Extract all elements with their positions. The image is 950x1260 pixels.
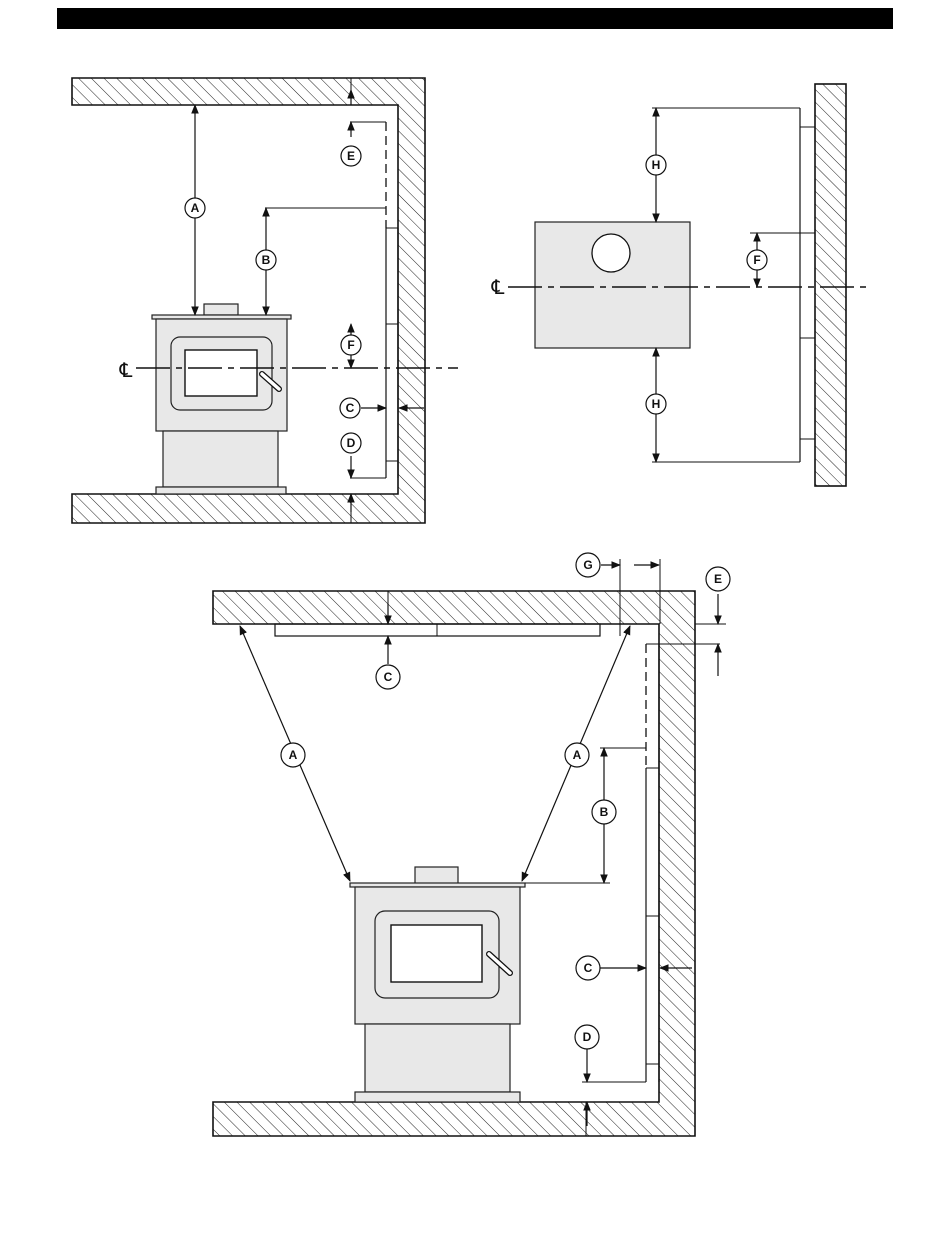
label-c: C bbox=[340, 398, 360, 418]
label-g: G bbox=[576, 553, 600, 577]
stove-top-view bbox=[535, 222, 690, 348]
stove-side-view bbox=[350, 867, 525, 1102]
svg-text:F: F bbox=[347, 338, 354, 352]
label-f: F bbox=[747, 250, 767, 270]
label-h: H bbox=[646, 394, 666, 414]
label-c: C bbox=[576, 956, 600, 980]
svg-text:A: A bbox=[573, 748, 582, 762]
svg-text:B: B bbox=[600, 805, 609, 819]
svg-text:C: C bbox=[384, 670, 393, 684]
stove-side-view bbox=[152, 304, 291, 494]
svg-text:H: H bbox=[652, 158, 661, 172]
svg-text:D: D bbox=[347, 436, 356, 450]
svg-text:F: F bbox=[753, 253, 760, 267]
svg-text:H: H bbox=[652, 397, 661, 411]
figure-ceiling-shield-view: G E C A A B C D bbox=[213, 553, 730, 1136]
centerline-symbol: ℄ bbox=[491, 275, 505, 299]
svg-text:G: G bbox=[583, 558, 592, 572]
label-h: H bbox=[646, 155, 666, 175]
svg-text:D: D bbox=[583, 1030, 592, 1044]
label-d: D bbox=[341, 433, 361, 453]
label-e: E bbox=[341, 146, 361, 166]
label-c: C bbox=[376, 665, 400, 689]
svg-text:C: C bbox=[584, 961, 593, 975]
label-a: A bbox=[185, 198, 205, 218]
svg-text:B: B bbox=[262, 253, 271, 267]
label-d: D bbox=[575, 1025, 599, 1049]
label-e: E bbox=[706, 567, 730, 591]
svg-text:C: C bbox=[346, 401, 355, 415]
figure-top-view: ℄ H H F bbox=[491, 84, 870, 486]
label-f: F bbox=[341, 335, 361, 355]
label-a: A bbox=[565, 743, 589, 767]
svg-text:A: A bbox=[289, 748, 298, 762]
figure-side-view: ℄ A B E F C D bbox=[72, 78, 458, 523]
centerline-symbol: ℄ bbox=[119, 358, 133, 382]
svg-text:E: E bbox=[714, 572, 722, 586]
label-a: A bbox=[281, 743, 305, 767]
label-b: B bbox=[256, 250, 276, 270]
svg-text:A: A bbox=[191, 201, 200, 215]
svg-text:E: E bbox=[347, 149, 355, 163]
label-b: B bbox=[592, 800, 616, 824]
wall-section bbox=[815, 84, 846, 486]
